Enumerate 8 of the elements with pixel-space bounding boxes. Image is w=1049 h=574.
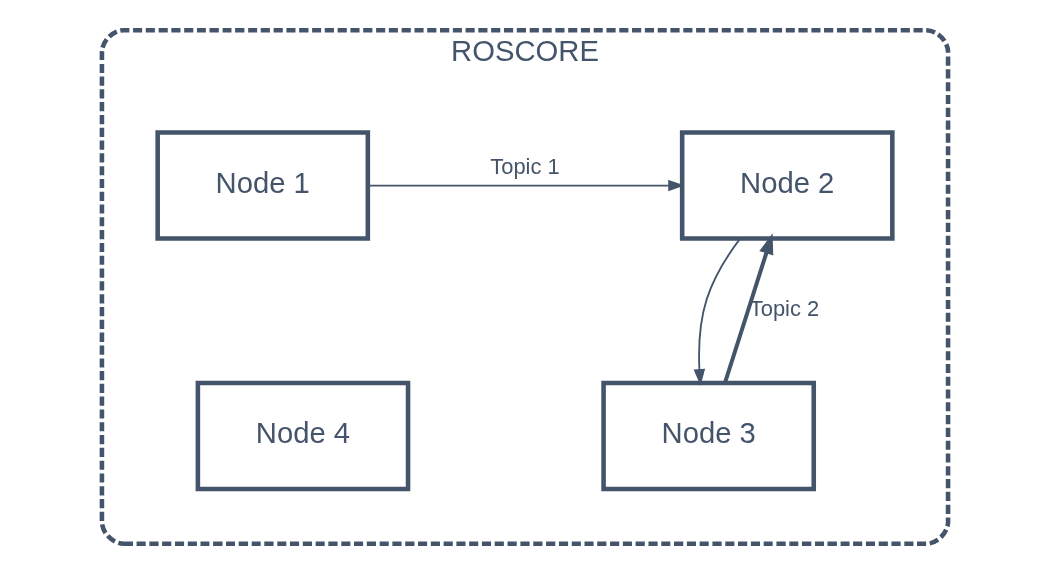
edge-label: Topic 1 xyxy=(489,153,560,179)
node-box: Node 2 xyxy=(679,130,895,241)
node-box: Node 1 xyxy=(154,130,370,241)
arrow xyxy=(722,233,773,384)
edge-label: Topic 2 xyxy=(749,296,819,322)
node-box: Node 3 xyxy=(600,380,816,492)
node-box: Node 4 xyxy=(195,380,410,492)
arrow xyxy=(693,237,741,386)
